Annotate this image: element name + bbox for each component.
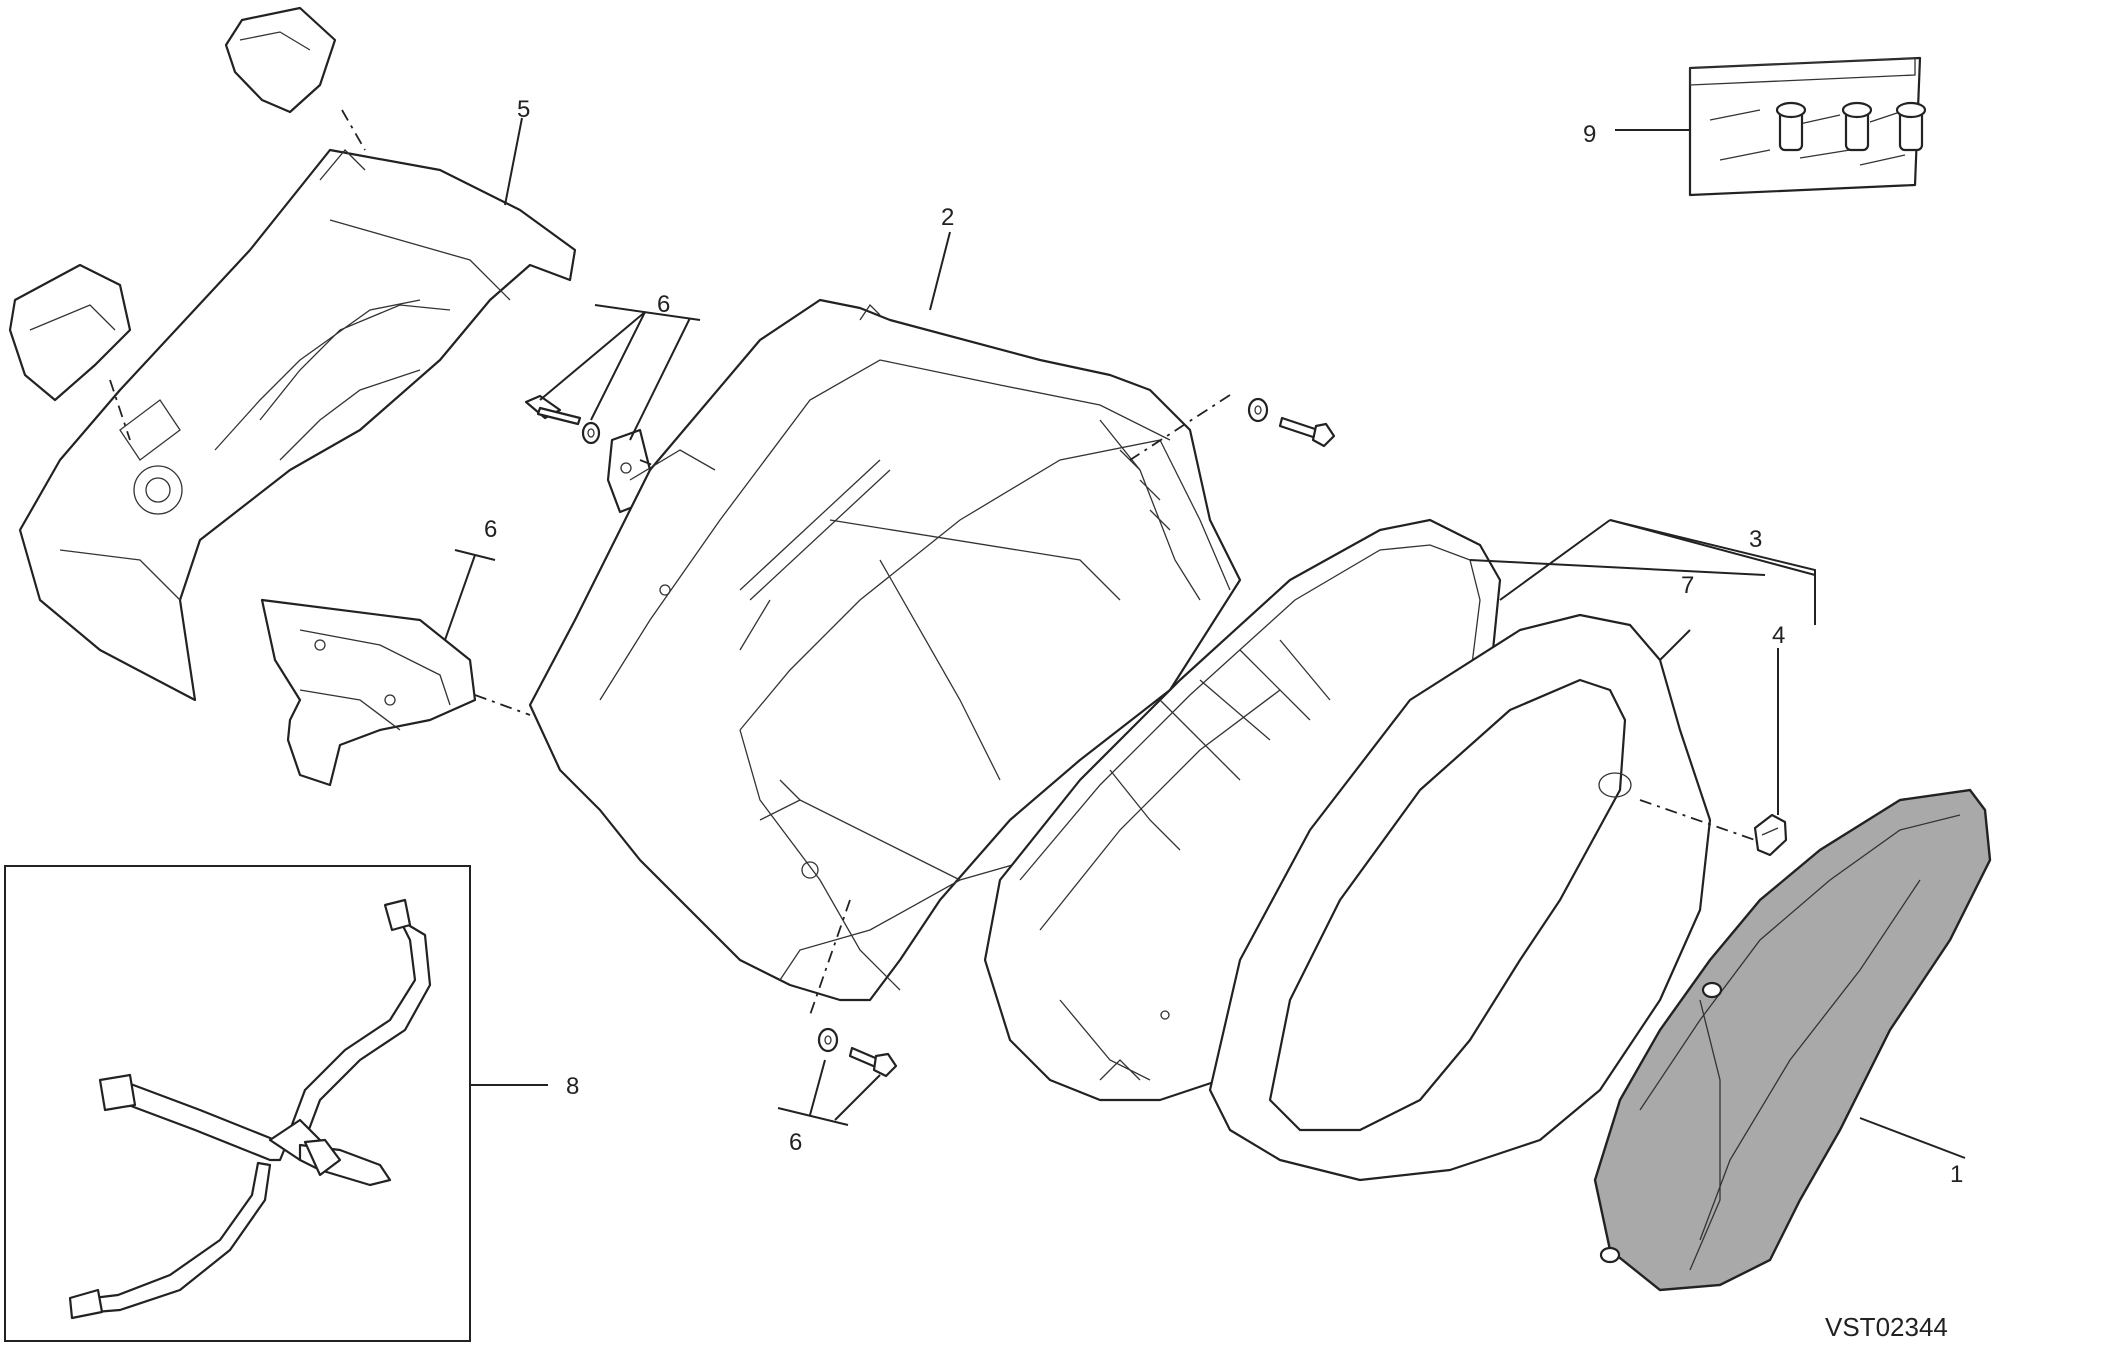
- part-8-strap-set: [4, 865, 471, 1342]
- part-5-inner-panel: [8, 6, 577, 702]
- callout-6-left: 6: [484, 516, 497, 543]
- part-6-bracket: [260, 598, 531, 787]
- leader-lines: [444, 117, 1966, 1159]
- callout-8: 8: [566, 1073, 579, 1100]
- part-6-screw-bottom: [817, 1027, 898, 1078]
- part-9-lock-set: [1688, 56, 1927, 197]
- callout-6-bottom: 6: [789, 1129, 802, 1156]
- part-4-cap: [1753, 813, 1788, 857]
- drawing-code: VST02344: [1825, 1312, 1948, 1342]
- callout-9: 9: [1583, 121, 1596, 148]
- part-1-outer-cover: [1593, 788, 1992, 1292]
- part-2-case-shell: [528, 298, 1242, 1016]
- callout-labels: 1 2 3 4 5 6 6 6 7 8 9 VST02344: [484, 96, 1963, 1342]
- callout-2: 2: [941, 204, 954, 231]
- callout-7: 7: [1681, 572, 1694, 599]
- callout-6-upper: 6: [657, 291, 670, 318]
- callout-3: 3: [1749, 526, 1762, 553]
- callout-1: 1: [1950, 1161, 1963, 1188]
- callout-4: 4: [1772, 622, 1785, 649]
- callout-5: 5: [517, 96, 530, 123]
- part-7-gasket: [1208, 613, 1756, 1182]
- part-6-screw-right: [1247, 397, 1336, 448]
